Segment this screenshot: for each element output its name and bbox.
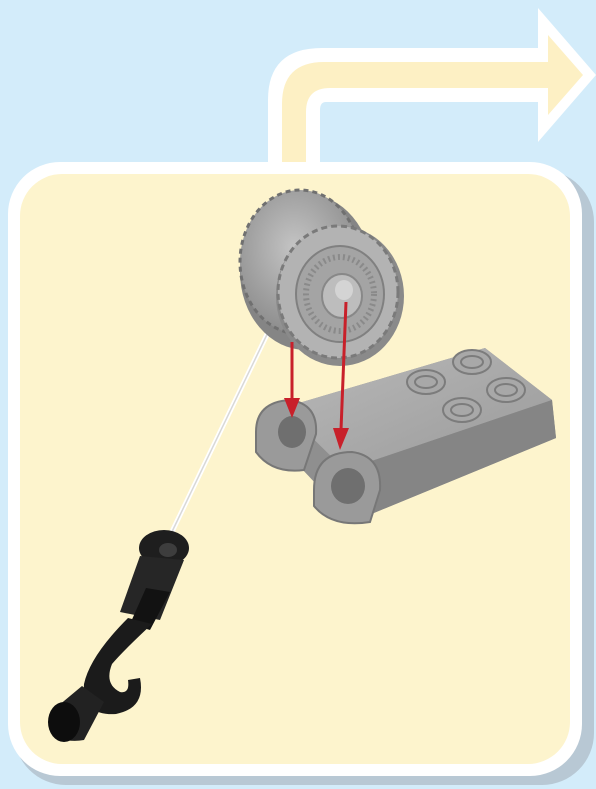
step-illustration [0,0,596,789]
instruction-step [0,0,596,789]
